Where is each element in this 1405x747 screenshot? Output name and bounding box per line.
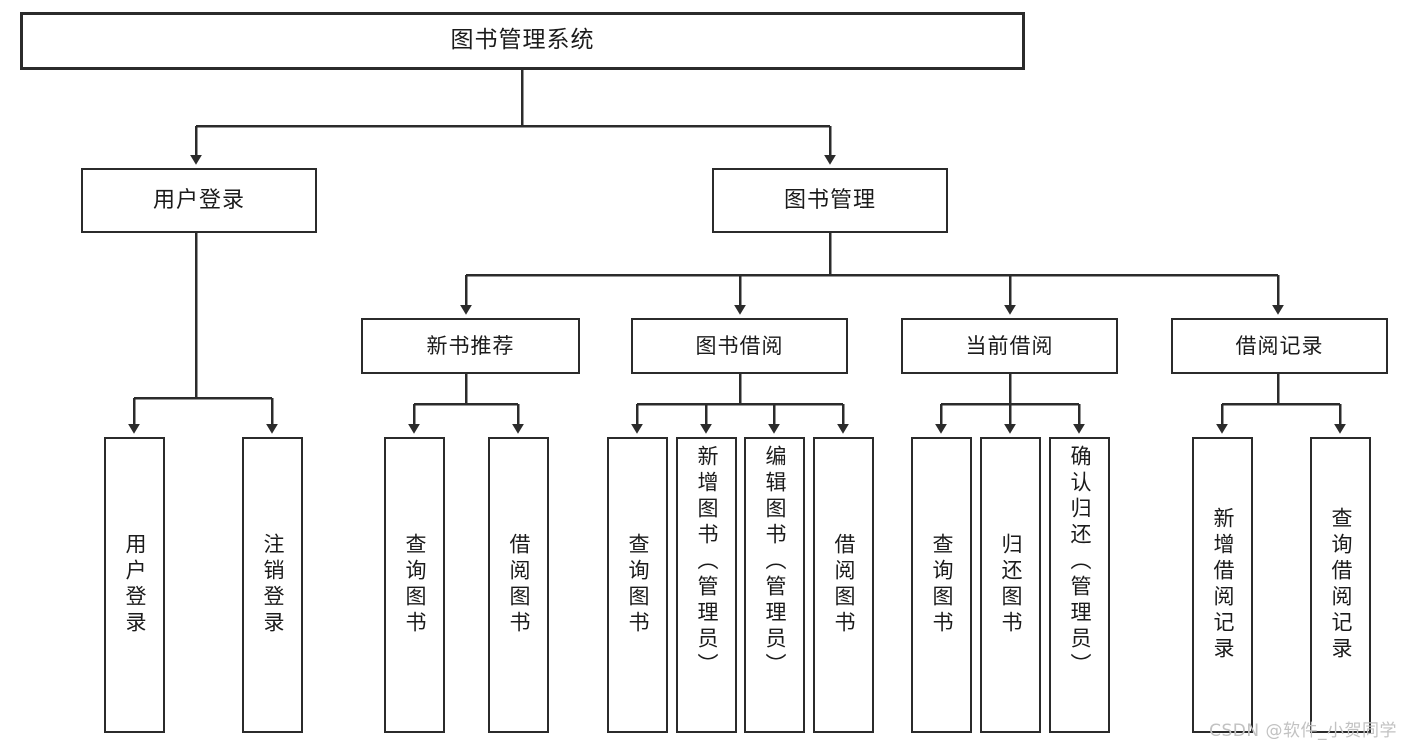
leaf-query-book-borrow[interactable]: 查询图书 bbox=[607, 437, 668, 733]
node-label: 用户登录 bbox=[123, 533, 147, 637]
node-current-borrowing[interactable]: 当前借阅 bbox=[901, 318, 1118, 374]
node-user-login[interactable]: 用户登录 bbox=[81, 168, 317, 233]
node-label: 查询图书 bbox=[930, 533, 954, 637]
node-label: 借阅图书 bbox=[507, 533, 531, 637]
node-label: 当前借阅 bbox=[965, 333, 1054, 358]
node-label: 确认归还（管理员） bbox=[1068, 445, 1092, 679]
node-label: 编辑图书（管理员） bbox=[763, 445, 787, 679]
leaf-logout[interactable]: 注销登录 bbox=[242, 437, 303, 733]
leaf-add-book-admin[interactable]: 新增图书（管理员） bbox=[676, 437, 737, 733]
node-label: 图书借阅 bbox=[695, 333, 784, 358]
node-book-management-system[interactable]: 图书管理系统 bbox=[20, 12, 1025, 70]
leaf-query-book-current[interactable]: 查询图书 bbox=[911, 437, 972, 733]
node-label: 查询图书 bbox=[626, 533, 650, 637]
node-book-borrowing[interactable]: 图书借阅 bbox=[631, 318, 848, 374]
node-label: 借阅记录 bbox=[1235, 333, 1324, 358]
node-label: 用户登录 bbox=[152, 187, 245, 213]
leaf-query-book-new[interactable]: 查询图书 bbox=[384, 437, 445, 733]
leaf-borrow-book[interactable]: 借阅图书 bbox=[813, 437, 874, 733]
leaf-add-borrow-record[interactable]: 新增借阅记录 bbox=[1192, 437, 1253, 733]
node-label: 新增借阅记录 bbox=[1211, 507, 1235, 663]
node-label: 归还图书 bbox=[999, 533, 1023, 637]
node-label: 图书管理系统 bbox=[450, 27, 595, 54]
node-label: 注销登录 bbox=[261, 533, 285, 637]
node-label: 新书推荐 bbox=[426, 333, 515, 358]
node-borrowing-records[interactable]: 借阅记录 bbox=[1171, 318, 1388, 374]
node-new-book-recommendation[interactable]: 新书推荐 bbox=[361, 318, 580, 374]
node-label: 新增图书（管理员） bbox=[695, 445, 719, 679]
node-book-management[interactable]: 图书管理 bbox=[712, 168, 948, 233]
leaf-confirm-return-admin[interactable]: 确认归还（管理员） bbox=[1049, 437, 1110, 733]
leaf-return-book[interactable]: 归还图书 bbox=[980, 437, 1041, 733]
csdn-watermark: CSDN @软件_小贺同学 bbox=[1209, 721, 1397, 741]
node-label: 查询图书 bbox=[403, 533, 427, 637]
leaf-user-login[interactable]: 用户登录 bbox=[104, 437, 165, 733]
node-label: 借阅图书 bbox=[832, 533, 856, 637]
leaf-query-borrow-record[interactable]: 查询借阅记录 bbox=[1310, 437, 1371, 733]
leaf-borrow-book-new[interactable]: 借阅图书 bbox=[488, 437, 549, 733]
leaf-edit-book-admin[interactable]: 编辑图书（管理员） bbox=[744, 437, 805, 733]
node-label: 查询借阅记录 bbox=[1329, 507, 1353, 663]
node-label: 图书管理 bbox=[783, 187, 876, 213]
